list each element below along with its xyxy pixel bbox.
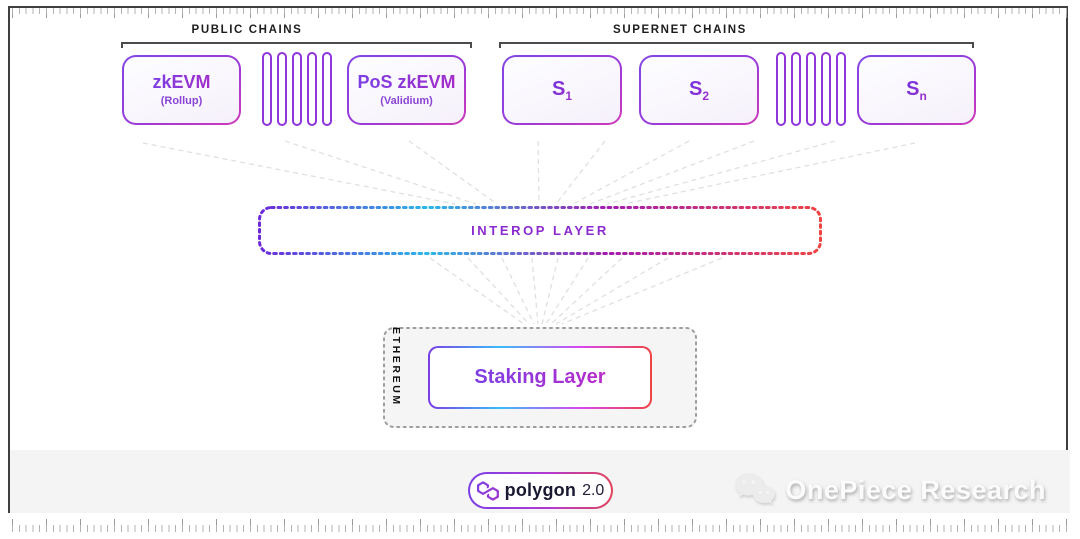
polygon-badge: polygon 2.0 <box>468 472 613 509</box>
chain-title: PoS zkEVM <box>357 72 456 93</box>
chain-stack-bars-supernet <box>776 52 846 126</box>
public-chains-label: PUBLIC CHAINS <box>191 24 303 36</box>
staking-layer-label: Staking Layer <box>474 366 606 388</box>
polygon-brand-text: polygon <box>504 480 577 500</box>
polygon-version-text: 2.0 <box>582 481 605 499</box>
polygon-logo-icon <box>476 480 499 501</box>
watermark: OnePiece Research <box>733 471 1046 509</box>
supernet-chains-bracket <box>499 42 974 48</box>
chain-title: S2 <box>688 77 710 103</box>
stack-bar <box>307 52 317 126</box>
chain-title: S1 <box>551 77 573 103</box>
chain-title: zkEVM <box>152 72 211 93</box>
watermark-text: OnePiece Research <box>785 474 1046 505</box>
chain-stack-bars-public <box>262 52 332 126</box>
chain-box-pos-zkevm: PoS zkEVM (Validium) <box>347 55 466 125</box>
supernet-chains-label: SUPERNET CHAINS <box>613 24 747 36</box>
ruler-bottom-minor <box>12 525 1068 532</box>
wechat-icon <box>735 473 776 504</box>
stack-bar <box>322 52 332 126</box>
chain-box-zkevm: zkEVM (Rollup) <box>122 55 241 125</box>
stack-bar <box>836 52 846 126</box>
stack-bar <box>821 52 831 126</box>
interop-layer-label: INTEROP LAYER <box>471 223 609 238</box>
chain-title: Sn <box>906 77 927 103</box>
chain-box-s2: S2 <box>639 55 759 125</box>
stack-bar <box>806 52 816 126</box>
chain-box-s1: S1 <box>502 55 622 125</box>
stack-bar <box>791 52 801 126</box>
ethereum-label: ETHEREUM <box>390 327 402 407</box>
ethereum-box: ETHEREUM Staking Layer <box>383 327 697 428</box>
stack-bar <box>776 52 786 126</box>
ruler-bottom <box>12 519 1068 532</box>
public-chains-bracket <box>121 42 472 48</box>
stack-bar <box>262 52 272 126</box>
chain-box-sn: Sn <box>857 55 976 125</box>
stack-bar <box>277 52 287 126</box>
stack-bar <box>292 52 302 126</box>
chain-subtitle: (Rollup) <box>160 94 203 107</box>
interop-layer-box: INTEROP LAYER <box>258 206 822 255</box>
chain-subtitle: (Validium) <box>380 94 433 107</box>
staking-layer-box: Staking Layer <box>428 346 652 409</box>
